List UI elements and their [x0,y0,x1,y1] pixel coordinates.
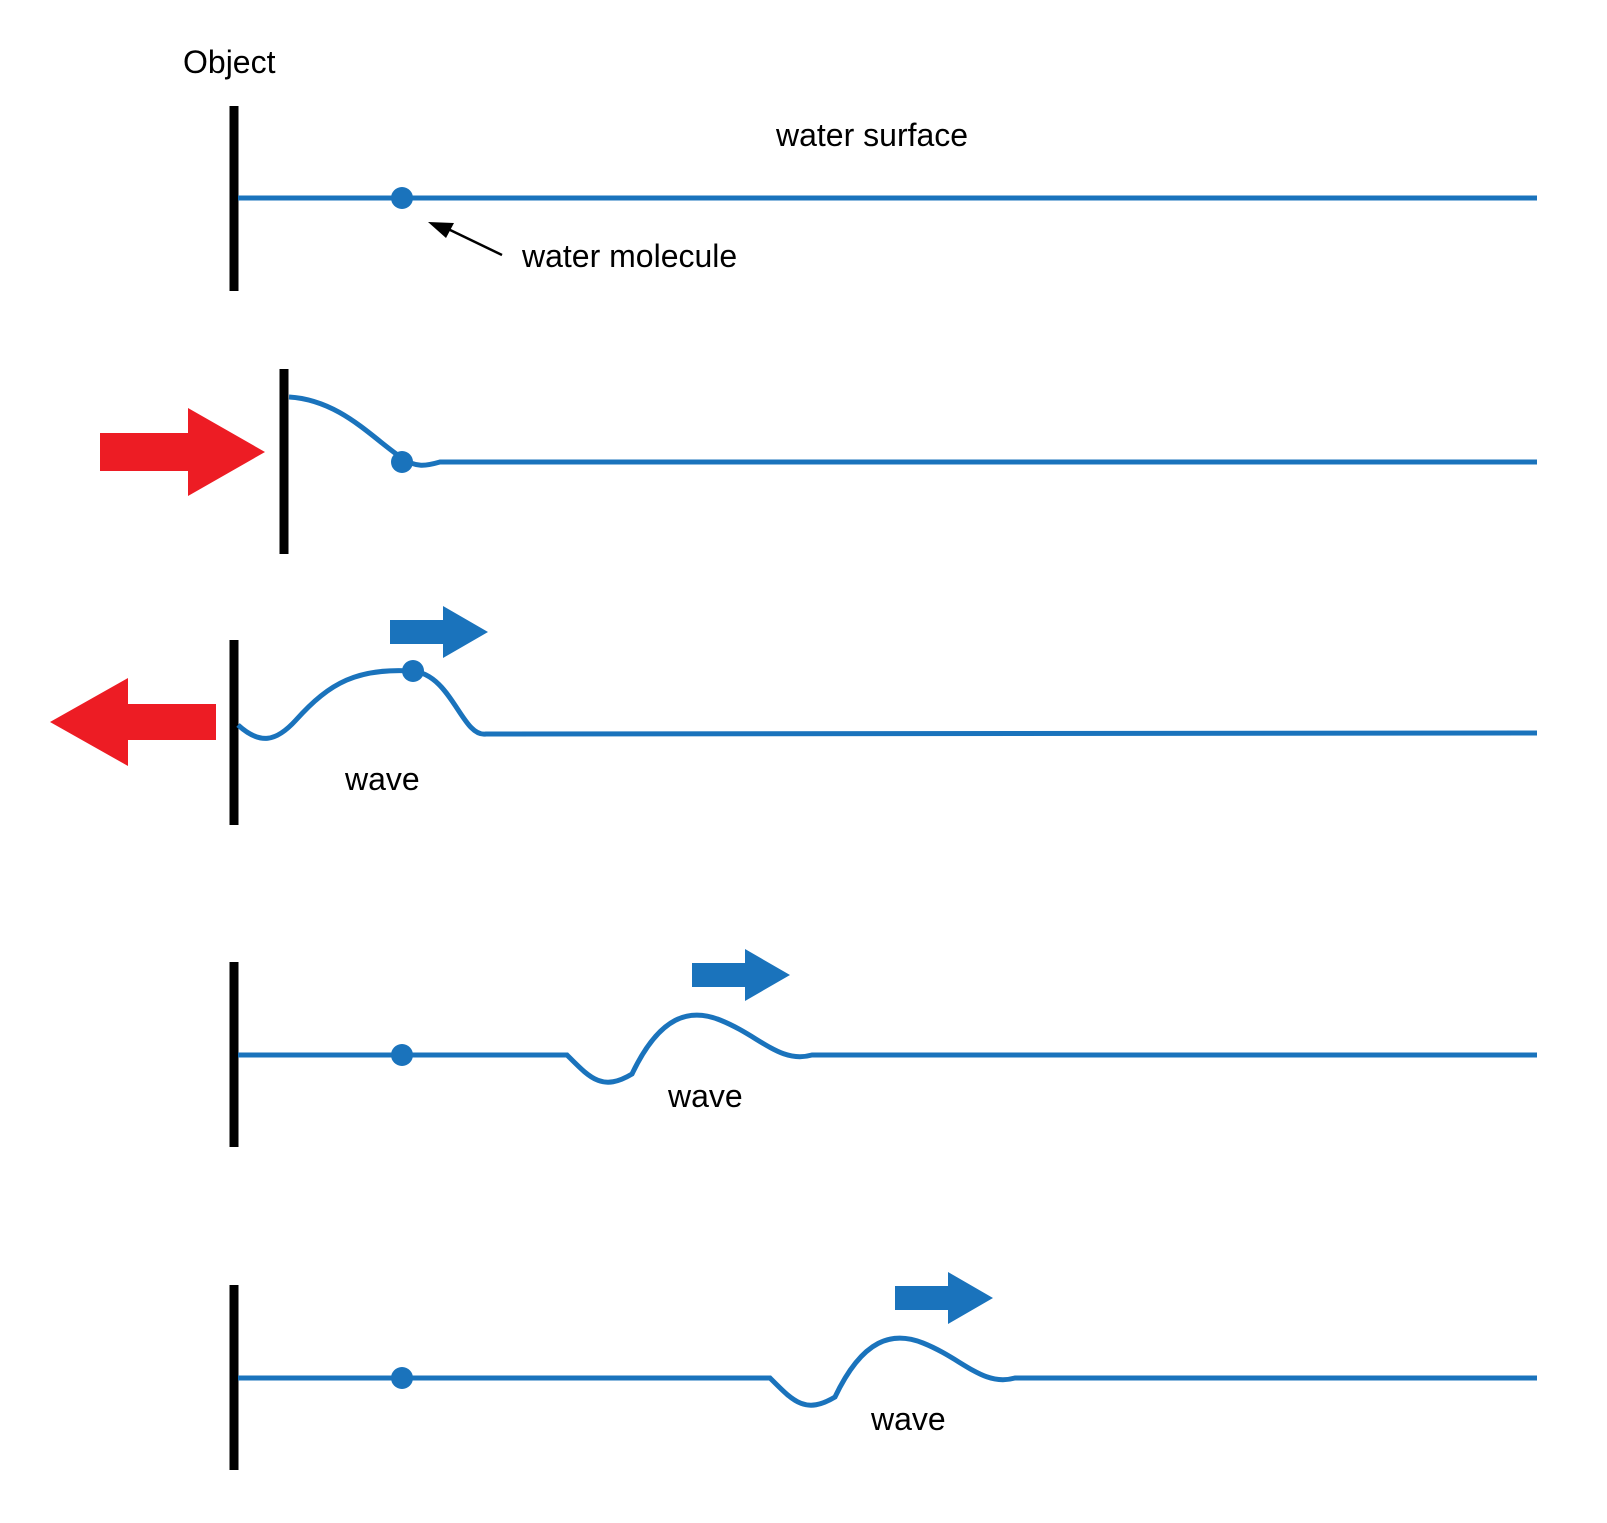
molecule-pointer-arrowhead [428,222,454,238]
push-right-arrow [100,408,265,496]
water-surface-line [288,394,1537,468]
pull-left-arrow [50,678,216,766]
wave-direction-arrow [390,606,488,658]
wave-label: wave [667,1078,743,1114]
wave-direction-arrow [895,1272,993,1324]
water-molecule-dot [391,451,413,473]
water-molecule-dot [391,187,413,209]
molecule-pointer-line [445,226,503,257]
stage-5: wave [229,1272,1537,1470]
water-surface-line [238,1012,1537,1085]
wave-label: wave [344,761,420,797]
wave-direction-arrow [692,949,790,1001]
water-molecule-dot [391,1367,413,1389]
stage-3: wave [50,606,1538,825]
water-molecule-dot [391,1044,413,1066]
water-molecule-label: water molecule [521,238,737,274]
wave-label: wave [870,1401,946,1437]
water-surface-label: water surface [775,117,968,153]
object-label: Object [183,44,276,80]
stage-4: wave [229,949,1537,1147]
water-molecule-dot [402,660,424,682]
stage-2 [100,369,1537,554]
water-surface-line [236,668,1538,741]
water-surface-line [238,1335,1537,1408]
stage-1: Object water surface water molecule [183,44,1537,291]
